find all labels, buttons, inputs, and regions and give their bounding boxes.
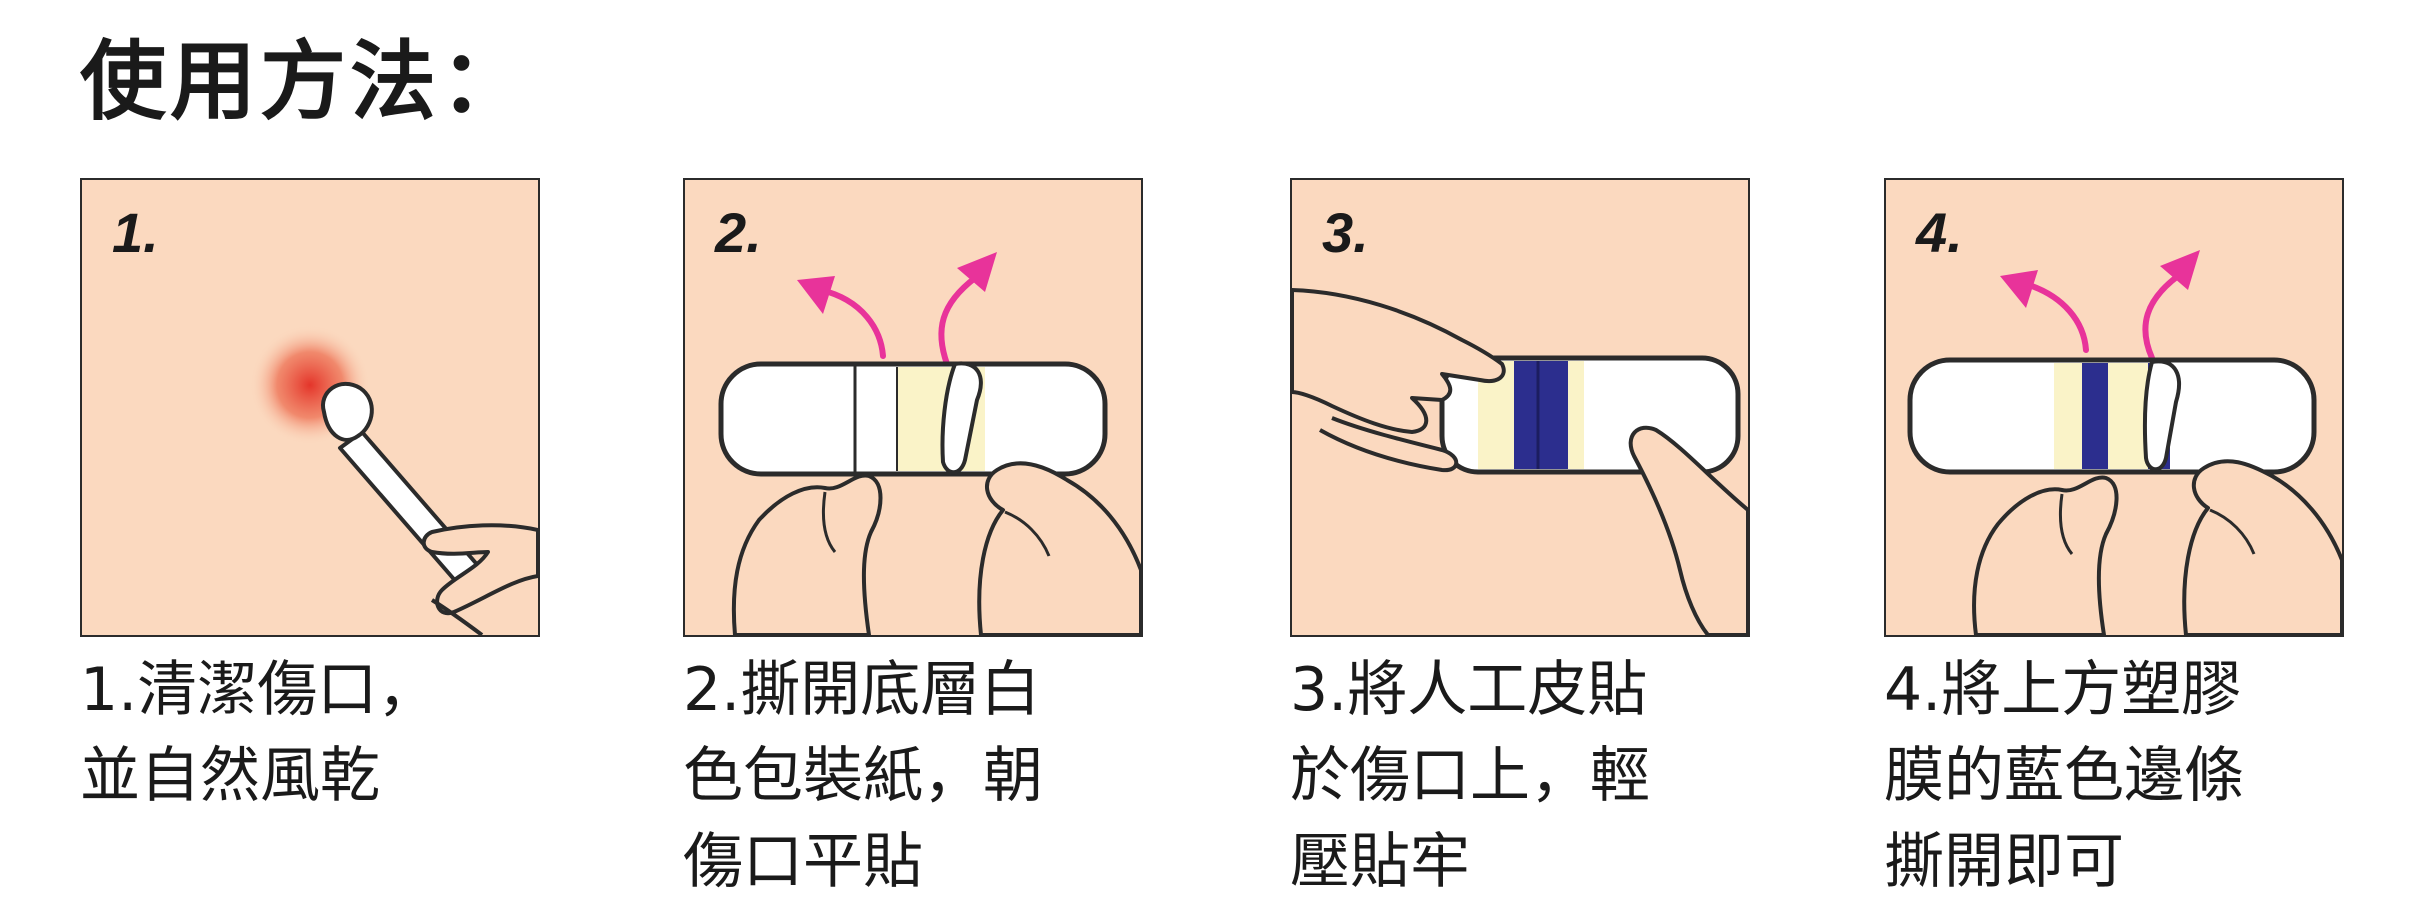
- step-4-number: 4.: [1916, 201, 1963, 264]
- peel-arrow-left-icon: [797, 276, 886, 359]
- hand: [421, 523, 538, 616]
- peel-arrow-right-icon: [2142, 250, 2200, 361]
- pressing-finger: [1628, 425, 1748, 635]
- step-3-caption: 3.將人工皮貼 於傷口上，輕 壓貼牢: [1290, 647, 1750, 905]
- step-2-number: 2.: [715, 201, 762, 264]
- step-2-illustration: 2.: [683, 178, 1143, 637]
- step-4-illustration: 4.: [1884, 178, 2344, 637]
- caption-line: 4.將上方塑膠: [1884, 655, 2242, 725]
- caption-line: 並自然風乾: [80, 741, 380, 811]
- step-1-number: 1.: [112, 201, 159, 264]
- step-1: 1. 1.清潔傷口， 並自然風乾: [80, 178, 540, 819]
- caption-line: 於傷口上，輕: [1290, 741, 1650, 811]
- caption-line: 傷口平貼: [683, 827, 923, 897]
- step-1-caption: 1.清潔傷口， 並自然風乾: [80, 647, 540, 819]
- peel-arrow-right-icon: [938, 252, 997, 367]
- left-hand: [1972, 475, 2119, 635]
- caption-line: 1.清潔傷口，: [80, 655, 438, 725]
- caption-line: 膜的藍色邊條: [1884, 741, 2244, 811]
- step-4: 4. 4.將上方塑膠 膜的藍: [1884, 178, 2344, 905]
- curled-strip: [2142, 359, 2181, 472]
- right-hand: [977, 461, 1141, 635]
- resting-hand: [1292, 288, 1506, 434]
- caption-line: 3.將人工皮貼: [1290, 655, 1648, 725]
- right-hand: [2182, 459, 2342, 635]
- peel-arrow-left-icon: [2000, 270, 2089, 353]
- applying-bandage-illustration: [1292, 288, 1748, 635]
- step-3-illustration: 3.: [1290, 178, 1750, 637]
- step-4-caption: 4.將上方塑膠 膜的藍色邊條 撕開即可: [1884, 647, 2344, 905]
- blue-strip-left: [2082, 363, 2108, 469]
- caption-line: 撕開即可: [1884, 827, 2124, 897]
- step-3: 3. 3.將人工皮貼 於傷口上，輕 壓貼牢: [1290, 178, 1750, 905]
- step-3-number: 3.: [1322, 201, 1369, 264]
- removing-blue-strip-illustration: [1907, 250, 2342, 635]
- page-title: 使用方法：: [80, 32, 530, 132]
- step-2-caption: 2.撕開底層白 色包裝紙，朝 傷口平貼: [683, 647, 1143, 905]
- blue-strip: [1514, 361, 1568, 469]
- curled-backing: [940, 361, 983, 475]
- step-2: 2. 2.撕開底層白 色包裝: [683, 178, 1143, 905]
- peeling-backing-illustration: [718, 252, 1141, 635]
- cleaning-wound-illustration: [250, 325, 538, 635]
- caption-line: 色包裝紙，朝: [683, 741, 1043, 811]
- caption-line: 壓貼牢: [1290, 827, 1470, 897]
- caption-line: 2.撕開底層白: [683, 655, 1041, 725]
- step-1-illustration: 1.: [80, 178, 540, 637]
- left-hand: [731, 473, 883, 635]
- cotton-tip: [321, 381, 374, 442]
